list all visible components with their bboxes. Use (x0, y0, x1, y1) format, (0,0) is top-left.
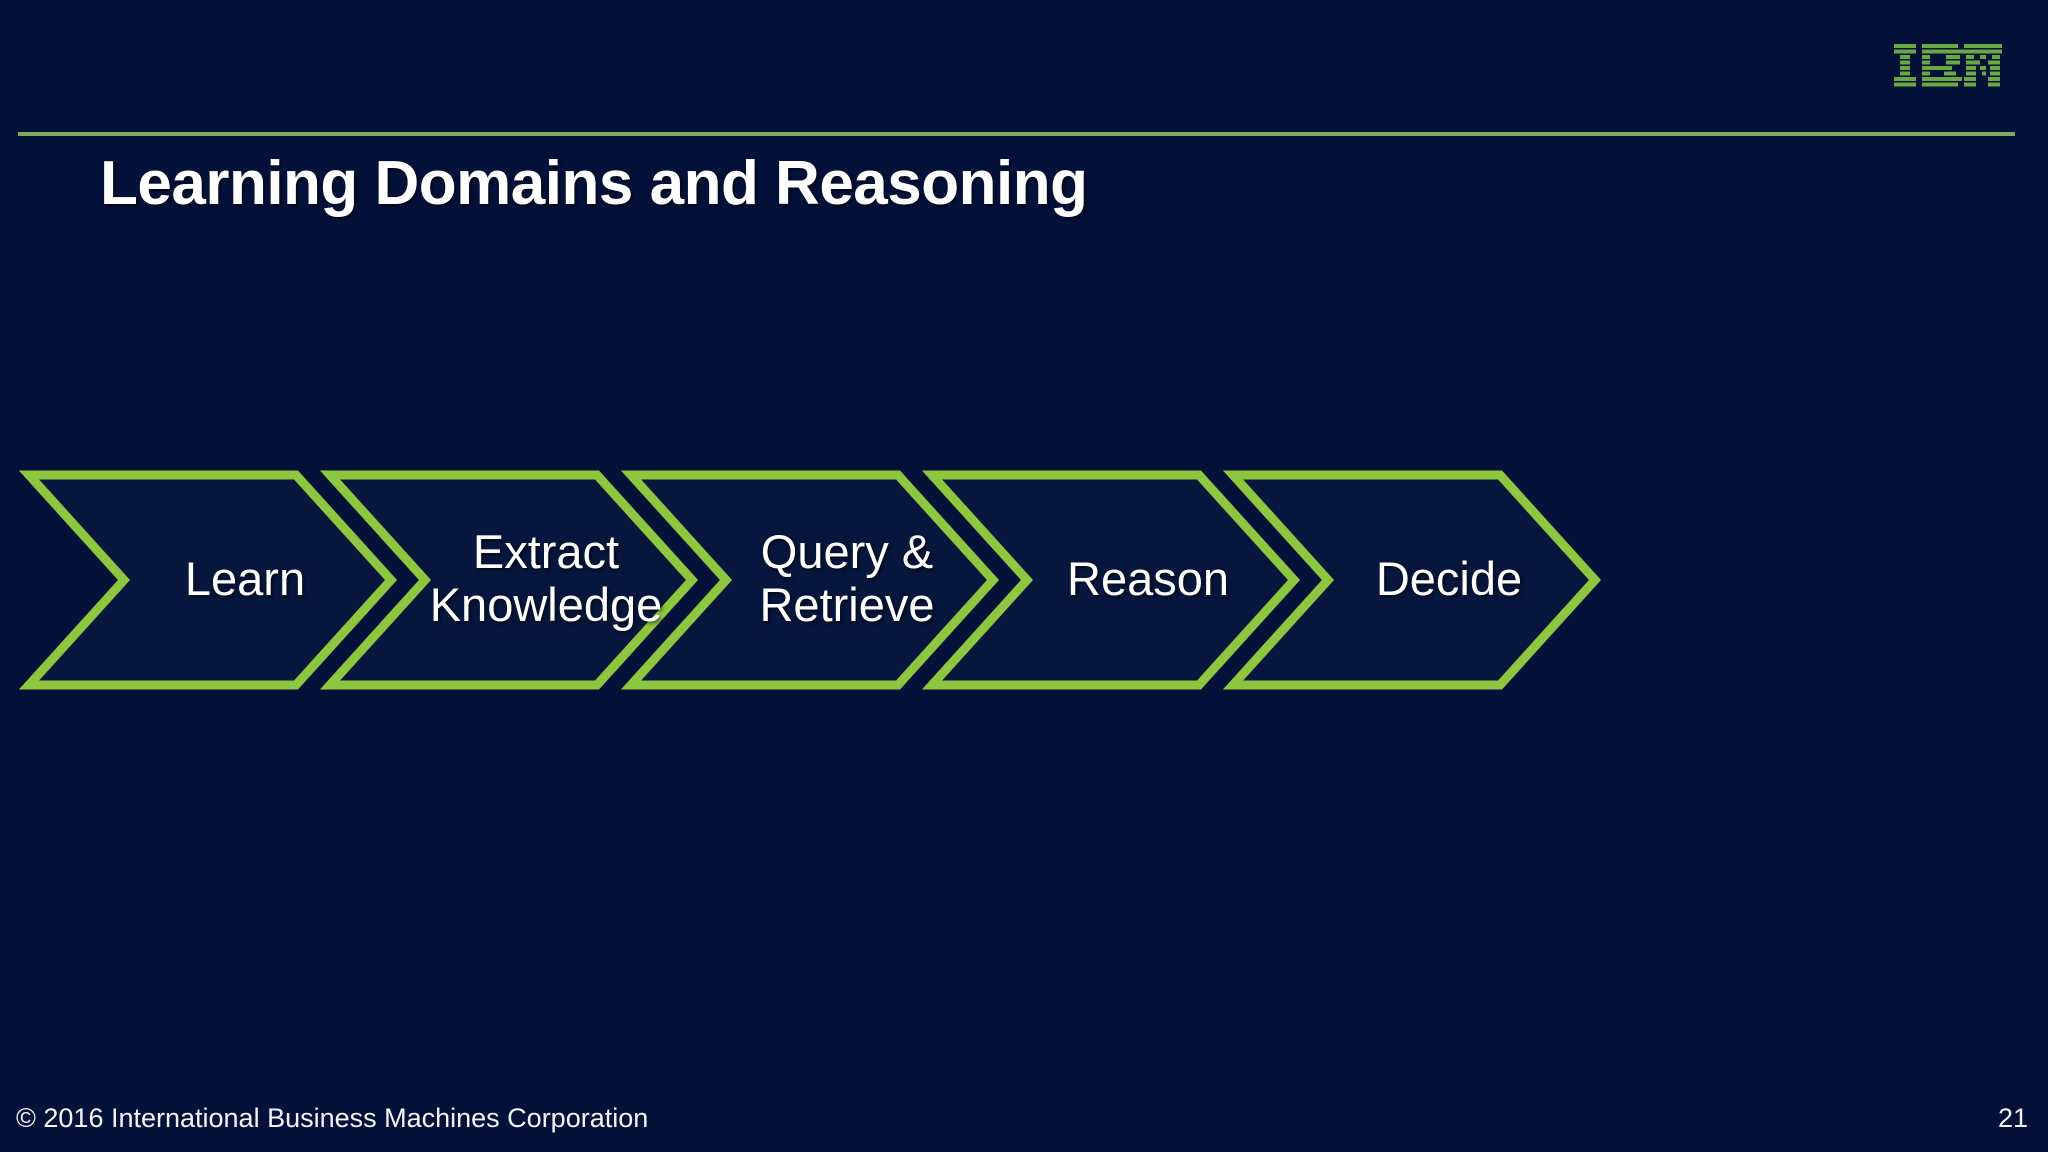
footer-page-number: 21 (1997, 1103, 2028, 1133)
process-chevron-diagram: Learn Extract Knowledge Query & Retrieve (0, 470, 2048, 696)
header-divider-rule (18, 132, 2015, 136)
chevron-step-decide[interactable]: Decide (1222, 470, 1602, 690)
ibm-logo (1894, 44, 2002, 88)
footer-copyright: © 2016 International Business Machines C… (16, 1103, 649, 1133)
page-title: Learning Domains and Reasoning (100, 149, 1088, 218)
